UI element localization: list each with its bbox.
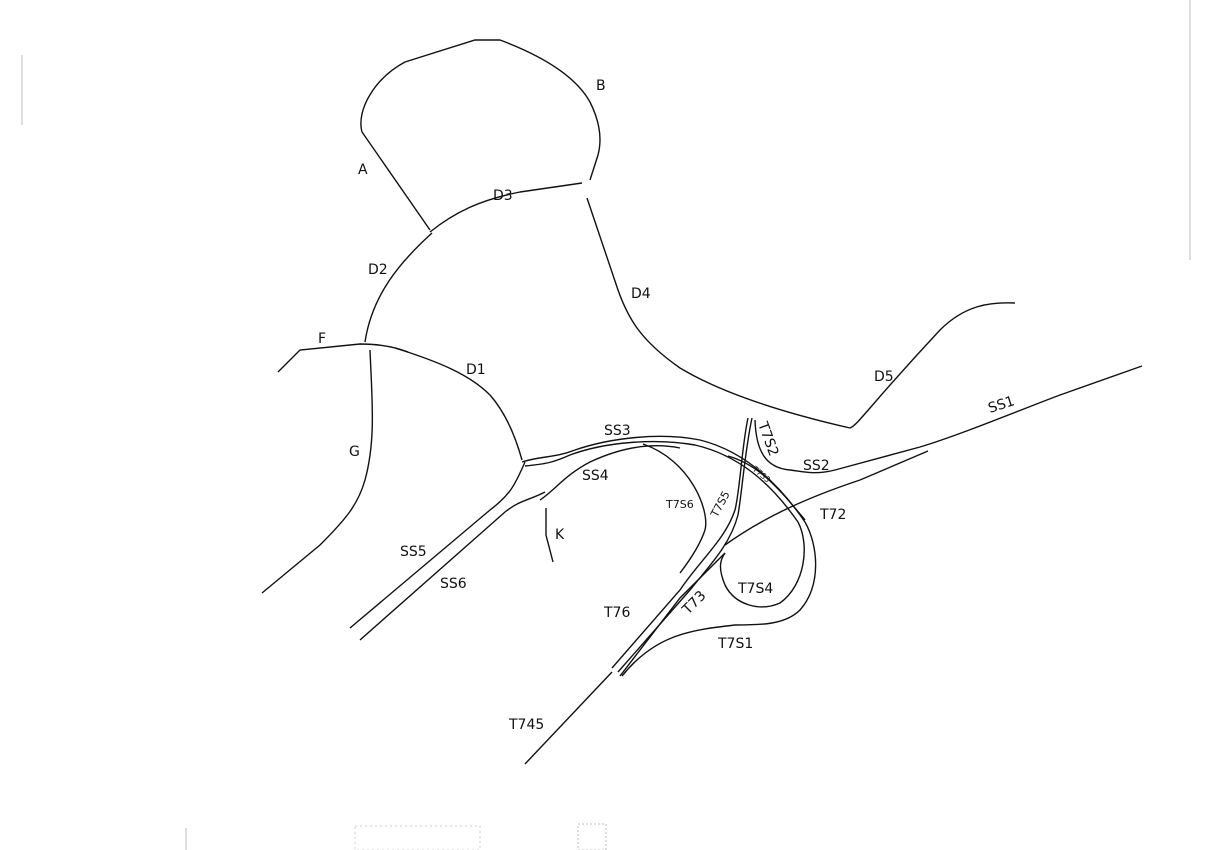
label-SS6: SS6 [440,576,467,592]
label-D3: D3 [493,188,513,204]
label-T7S2: T7S2 [754,419,781,459]
road-D4 [586,197,851,429]
label-K: K [555,527,565,543]
road-T7S4 [719,521,805,608]
road-G [261,349,374,594]
label-D1: D1 [466,362,486,378]
road-SS3 [521,435,806,523]
label-D4: D4 [631,286,651,302]
road-SS5 [349,461,526,629]
road-D3 [429,182,583,233]
label-SS1: SS1 [986,393,1016,416]
label-T7S3: T7S3 [750,464,772,484]
road-T7S1 [621,521,817,677]
label-D2: D2 [368,262,388,278]
road-SS6 [359,491,546,641]
road-A [360,39,601,231]
road-T7S3 [727,455,806,521]
label-G: G [349,444,360,460]
label-D5: D5 [874,369,894,385]
road-T7S2 [754,419,921,474]
label-T7S4: T7S4 [737,581,773,597]
road-D5 [849,302,1016,429]
label-SS4: SS4 [582,468,609,484]
label-T7S5: T7S5 [708,489,733,520]
road-F [277,343,409,373]
label-SS2: SS2 [803,458,830,474]
road-D1 [394,347,523,461]
label-T7S6: T7S6 [665,498,694,511]
label-SS3: SS3 [604,423,631,439]
road-D2 [364,232,433,343]
road-T7S6 [642,443,707,574]
label-T745: T745 [508,717,544,733]
label-T72: T72 [819,507,846,523]
road-K [545,508,554,563]
label-B: B [596,78,606,94]
label-T73: T73 [679,588,710,619]
label-A: A [358,162,368,178]
label-T7S1: T7S1 [717,636,753,652]
road-SS3-inner [524,440,799,523]
road-T745 [524,671,613,765]
scan-artifact [577,823,607,850]
label-SS5: SS5 [400,544,427,560]
road-T72 [724,450,929,546]
road-T73 [619,552,726,677]
road-SS4 [539,445,681,501]
scan-artifact [354,825,481,850]
label-T76: T76 [603,605,630,621]
label-F: F [318,331,326,347]
road-T7S5 [611,417,749,669]
road-SS1 [919,365,1143,448]
